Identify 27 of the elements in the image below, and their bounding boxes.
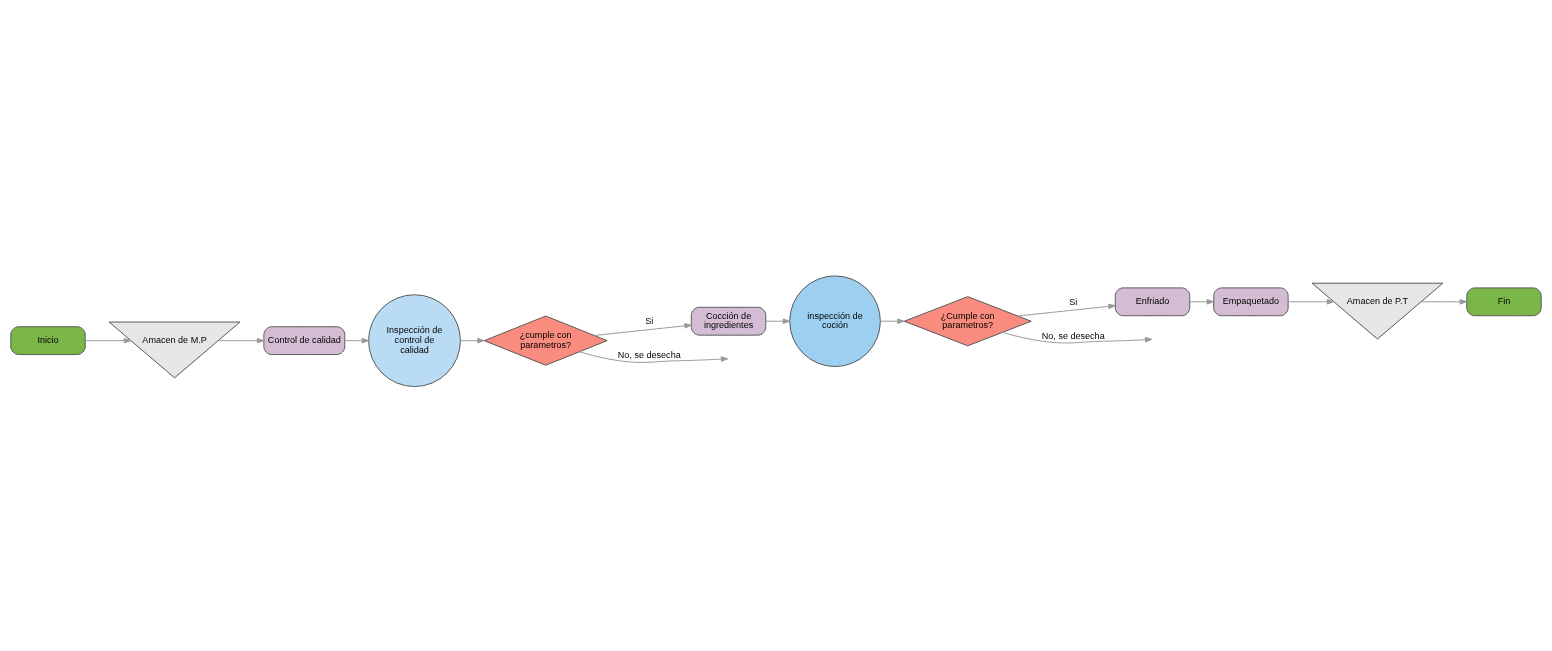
- arrow: [594, 323, 692, 336]
- node-diamond: ¿cumple con parametros?: [483, 315, 608, 366]
- node-box: Cocción de ingredientes: [690, 306, 767, 336]
- node-box: Enfriado: [1114, 287, 1191, 317]
- node-diamond: ¿Cumple con parametros?: [903, 296, 1032, 347]
- edge-label: No, se desecha: [617, 350, 681, 361]
- node-box: Empaquetado: [1213, 287, 1289, 317]
- arrow: [1189, 299, 1214, 305]
- arrow: [84, 337, 132, 344]
- arrow: [217, 337, 265, 344]
- arrow: [344, 337, 370, 344]
- edge-label: Si: [645, 315, 654, 326]
- arrow: [1017, 303, 1116, 317]
- arrow: [765, 318, 791, 324]
- arrow: [1420, 299, 1468, 305]
- node-box: Fin: [1466, 287, 1542, 317]
- node-box: Control de calidad: [263, 326, 346, 356]
- node-circle: inspección de coción: [789, 275, 881, 368]
- arrow: [1287, 299, 1335, 305]
- arrow: [578, 351, 729, 363]
- arrow: [879, 318, 905, 324]
- node-circle: Inspección de control de calidad: [368, 294, 461, 388]
- edge-label: No, se desecha: [1041, 330, 1105, 341]
- arrow: [459, 337, 485, 344]
- node-box: Inicio: [10, 326, 86, 356]
- arrow: [1001, 331, 1153, 344]
- edge-label: Si: [1069, 297, 1078, 308]
